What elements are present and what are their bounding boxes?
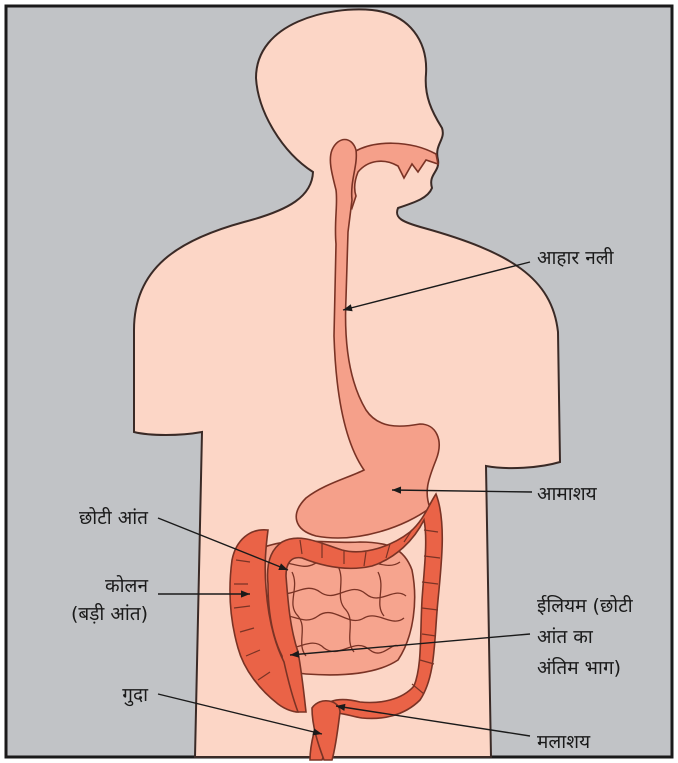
label-ileum-line1: ईलियम (छोटी bbox=[537, 592, 633, 620]
label-small-intestine: छोटी आंत bbox=[30, 504, 148, 532]
label-esophagus: आहार नली bbox=[537, 244, 614, 272]
label-colon-line1: कोलन bbox=[30, 572, 148, 600]
label-rectum: मलाशय bbox=[537, 728, 590, 756]
label-stomach: आमाशय bbox=[537, 480, 597, 508]
label-ileum-line3: अंतिम भाग) bbox=[537, 654, 621, 682]
label-colon-line2: (बड़ी आंत) bbox=[30, 600, 148, 628]
label-ileum-line2: आंत का bbox=[537, 623, 593, 651]
label-anus: गुदा bbox=[30, 681, 148, 709]
